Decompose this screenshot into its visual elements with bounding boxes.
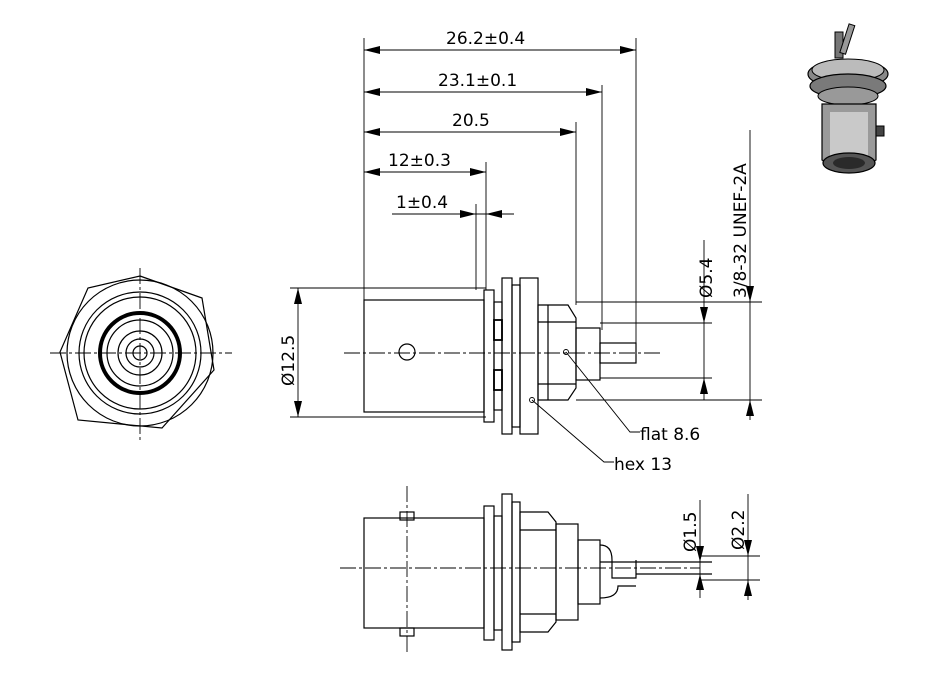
bnc-3d-thumbnail — [807, 23, 889, 174]
dim-length-total: 26.2±0.4 — [446, 29, 525, 49]
dim-diameter-body: Ø12.5 — [279, 335, 299, 386]
label-flat: flat 8.6 — [640, 425, 700, 445]
dim-flange-thickness: 1±0.4 — [396, 193, 448, 213]
dim-diameter-pin: Ø5.4 — [697, 258, 717, 298]
dim-length-pin: 23.1±0.1 — [438, 71, 517, 91]
dim-length-front: 12±0.3 — [388, 151, 451, 171]
dim-length-body: 20.5 — [452, 111, 490, 131]
dim-diameter-insulation: Ø2.2 — [729, 510, 749, 550]
bnc-bottom-view — [340, 486, 712, 654]
dim-diameter-wire: Ø1.5 — [681, 512, 701, 552]
horizontal-dimensions: 26.2±0.4 23.1±0.1 20.5 12±0.3 1±0.4 — [363, 29, 637, 343]
wire-dimensions: Ø1.5 Ø2.2 — [681, 494, 760, 600]
bnc-front-view — [50, 268, 232, 440]
dim-thread: 3/8-32 UNEF-2A — [731, 163, 751, 298]
label-hex: hex 13 — [614, 455, 672, 475]
leader-annotations: flat 8.6 hex 13 — [529, 349, 700, 475]
vertical-dimensions: Ø12.5 Ø5.4 3/8-32 UNEF-2A — [279, 130, 762, 420]
